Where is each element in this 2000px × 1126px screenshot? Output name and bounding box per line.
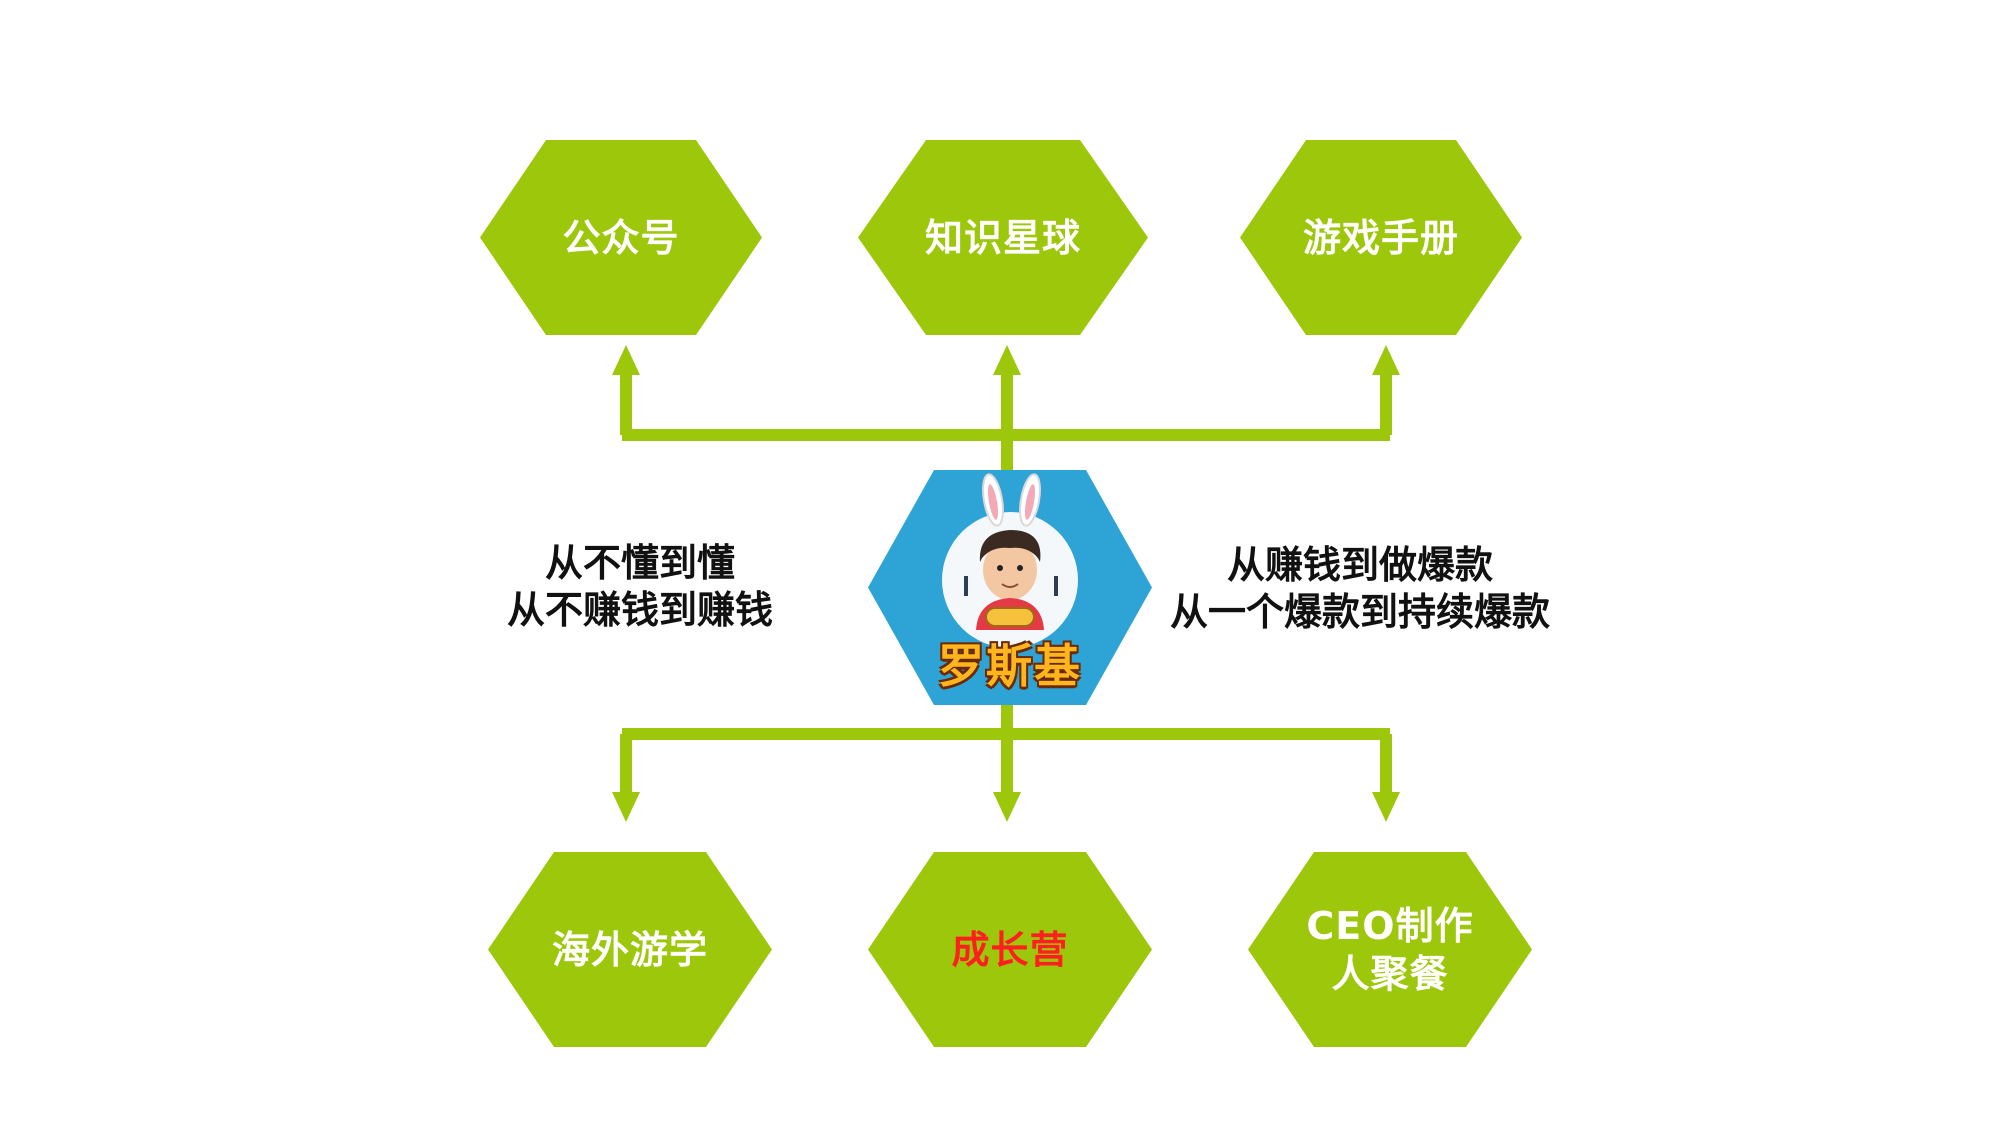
logo-name-text: 罗斯基	[938, 639, 1082, 693]
node-overseas-study-tour: 海外游学	[488, 852, 772, 1047]
arrowhead-down-left	[612, 792, 640, 822]
node-label: 公众号	[562, 215, 680, 260]
arrowhead-up-right	[1372, 345, 1400, 375]
arrowhead-up-center	[993, 345, 1021, 375]
node-label: 成长营	[951, 927, 1069, 972]
left-caption: 从不懂到懂 从不赚钱到赚钱	[506, 541, 773, 632]
avatar-rabbit-ears-gamer-icon	[868, 470, 1152, 705]
node-label: CEO制作 人聚餐	[1306, 903, 1474, 996]
node-game-handbook: 游戏手册	[1240, 140, 1522, 335]
node-label: 海外游学	[551, 927, 708, 972]
right-caption: 从赚钱到做爆款 从一个爆款到持续爆款	[1169, 543, 1550, 634]
node-knowledge-planet: 知识星球	[858, 140, 1148, 335]
arrowhead-up-left	[612, 345, 640, 375]
arrowhead-down-center	[993, 792, 1021, 822]
node-ceo-producer-dinner: CEO制作 人聚餐	[1248, 852, 1532, 1047]
node-wechat-account: 公众号	[480, 140, 762, 335]
arrowhead-down-right	[1372, 792, 1400, 822]
node-label: 知识星球	[924, 215, 1081, 260]
node-growth-camp: 成长营	[868, 852, 1152, 1047]
center-logo: 罗斯基	[868, 470, 1152, 705]
node-label: 游戏手册	[1302, 215, 1459, 260]
